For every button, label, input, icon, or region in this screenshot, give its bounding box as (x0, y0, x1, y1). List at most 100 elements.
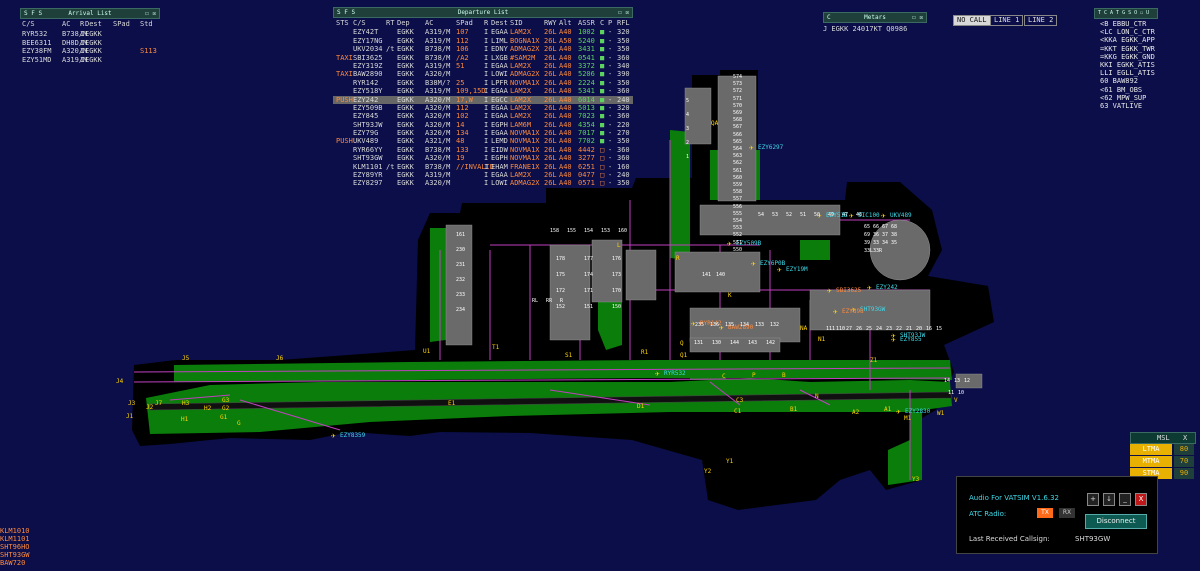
departure-cell-spad[interactable]: 106 (456, 45, 469, 54)
departure-cell-assr[interactable]: 5240 (578, 36, 595, 45)
arrival-list-window-controls[interactable]: ☐ ☒ (145, 10, 156, 17)
dep-header-rwy[interactable]: RWY (544, 19, 557, 27)
departure-cell-sts[interactable]: TAXI (336, 70, 353, 79)
dep-header-spad[interactable]: SPad (456, 19, 473, 27)
departure-cell-c[interactable]: ■ (600, 129, 605, 138)
departure-cell-r[interactable]: I (484, 179, 489, 188)
departure-cell-rfl[interactable]: 240 (617, 95, 630, 104)
departure-cell-spad[interactable]: 134 (456, 129, 469, 138)
departure-cell-assr[interactable]: 5206 (578, 70, 595, 79)
departure-cell-assr[interactable]: 7702 (578, 137, 595, 146)
departure-cell-rwy[interactable]: 26L (544, 87, 557, 96)
arrival-cell-cs[interactable]: EZY51MD (22, 55, 52, 64)
departure-cell-dest[interactable]: EGPH (491, 154, 508, 163)
departure-cell-sid[interactable]: ADMAG2X (510, 45, 540, 54)
bottom-left-tag[interactable]: KLM1010 (0, 527, 30, 535)
departure-cell-ac[interactable]: A320/M (425, 70, 451, 79)
departure-cell-dest[interactable]: EHAM (491, 162, 508, 171)
dep-header-p[interactable]: P (608, 19, 613, 27)
departure-cell-ac[interactable]: B38M/? (425, 78, 451, 87)
departure-cell-dep[interactable]: EGKK (397, 179, 414, 188)
departure-cell-spad[interactable]: 102 (456, 112, 469, 121)
departure-cell-sid[interactable]: ADMAG2X (510, 179, 540, 188)
departure-cell-sid[interactable]: NOVMA1X (510, 78, 540, 87)
departure-cell-sid[interactable]: LAM2X (510, 95, 532, 104)
departure-cell-sts[interactable]: PUSH (336, 95, 353, 104)
departure-cell-sid[interactable]: BOGNA1X (510, 36, 540, 45)
bottom-left-tag[interactable]: SHT96HO (0, 543, 30, 551)
departure-cell-dep[interactable]: EGKK (397, 171, 414, 180)
departure-cell-sts[interactable]: TAXI (336, 53, 353, 62)
departure-cell-dest[interactable]: LOWI (491, 179, 508, 188)
departure-cell-c[interactable]: □ (600, 145, 605, 154)
departure-cell-dep[interactable]: EGKK (397, 162, 414, 171)
airport-ground-map[interactable] (110, 60, 1000, 520)
departure-cell-assr[interactable]: 0477 (578, 171, 595, 180)
departure-cell-ac[interactable]: A320/M (425, 154, 451, 163)
departure-cell-alt[interactable]: A40 (559, 120, 572, 129)
arrival-cell-r[interactable]: I (80, 30, 85, 39)
departure-cell-dest[interactable]: EGAA (491, 28, 508, 37)
departure-cell-ac[interactable]: B738/M (425, 162, 451, 171)
dep-header-c[interactable]: C (600, 19, 605, 27)
departure-cell-p[interactable]: - (608, 179, 613, 188)
departure-cell-dest[interactable]: LEMD (491, 137, 508, 146)
departure-cell-sid[interactable]: LAM2X (510, 103, 532, 112)
departure-cell-rwy[interactable]: 26L (544, 171, 557, 180)
departure-cell-r[interactable]: I (484, 61, 489, 70)
departure-cell-r[interactable]: I (484, 28, 489, 37)
departure-cell-p[interactable]: - (608, 53, 613, 62)
departure-cell-cs[interactable]: SBI3625 (353, 53, 383, 62)
departure-cell-dest[interactable]: EGAA (491, 171, 508, 180)
departure-cell-assr[interactable]: 7017 (578, 129, 595, 138)
departure-cell-ac[interactable]: A320/M (425, 179, 451, 188)
departure-cell-spad[interactable]: 48 (456, 137, 465, 146)
departure-cell-spad[interactable]: /A2 (456, 53, 469, 62)
departure-cell-rfl[interactable]: 360 (617, 145, 630, 154)
departure-cell-alt[interactable]: A50 (559, 36, 572, 45)
departure-cell-rfl[interactable]: 350 (617, 45, 630, 54)
departure-cell-assr[interactable]: 7023 (578, 112, 595, 121)
departure-cell-alt[interactable]: A40 (559, 61, 572, 70)
metar-egkk[interactable]: J EGKK 24017KT Q0986 (823, 25, 908, 33)
departure-cell-dest[interactable]: EGPH (491, 120, 508, 129)
departure-cell-p[interactable]: - (608, 87, 613, 96)
metars-window[interactable]: C Metars ☐ ☒ J EGKK 24017KT Q0986 (823, 12, 927, 33)
departure-cell-dep[interactable]: EGKK (397, 129, 414, 138)
departure-cell-rfl[interactable]: 320 (617, 103, 630, 112)
departure-cell-p[interactable]: - (608, 95, 613, 104)
dep-header-dep[interactable]: Dep (397, 19, 410, 27)
departure-cell-alt[interactable]: A40 (559, 129, 572, 138)
departure-cell-assr[interactable]: 4442 (578, 145, 595, 154)
departure-cell-cs[interactable]: EZY319Z (353, 61, 383, 70)
departure-cell-alt[interactable]: A40 (559, 53, 572, 62)
departure-cell-c[interactable]: ■ (600, 120, 605, 129)
departure-cell-dep[interactable]: EGKK (397, 145, 414, 154)
bottom-left-tag[interactable]: KLM1101 (0, 535, 30, 543)
departure-cell-dest[interactable]: EGAA (491, 103, 508, 112)
departure-cell-c[interactable]: □ (600, 171, 605, 180)
departure-cell-cs[interactable]: SHT93GW (353, 154, 383, 163)
departure-cell-r[interactable]: I (484, 171, 489, 180)
dep-header-sts[interactable]: STS (336, 19, 349, 27)
departure-cell-dep[interactable]: EGKK (397, 45, 414, 54)
departure-cell-dep[interactable]: EGKK (397, 70, 414, 79)
departure-cell-assr[interactable]: 2224 (578, 78, 595, 87)
dep-header-alt[interactable]: Alt (559, 19, 572, 27)
departure-cell-ac[interactable]: A320/M (425, 120, 451, 129)
departure-cell-dest[interactable]: LIML (491, 36, 508, 45)
departure-cell-cs[interactable]: EZY89YR (353, 171, 383, 180)
departure-cell-cs[interactable]: SHT93JW (353, 120, 383, 129)
departure-cell-assr[interactable]: 0571 (578, 179, 595, 188)
departure-cell-c[interactable]: ■ (600, 28, 605, 37)
metars-left-icon[interactable]: C (827, 14, 831, 21)
departure-cell-assr[interactable]: 4354 (578, 120, 595, 129)
departure-cell-sid[interactable]: NOVMA1X (510, 129, 540, 138)
departure-cell-rfl[interactable]: 360 (617, 53, 630, 62)
departure-cell-sid[interactable]: NOVMA1X (510, 137, 540, 146)
